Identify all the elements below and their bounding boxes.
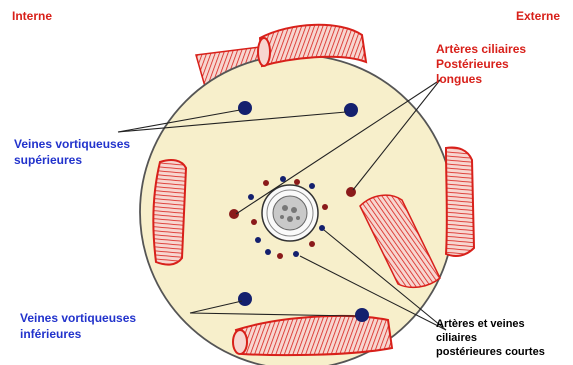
corner-label-externe: Externe bbox=[516, 8, 560, 24]
inferior-rectus-muscle-end bbox=[233, 330, 247, 354]
vortex-vein-inferior-left bbox=[238, 292, 252, 306]
vortex-vein-superior-left bbox=[238, 101, 252, 115]
corner-label-interne: Interne bbox=[12, 8, 52, 24]
label-superior-vortex-veins: Veines vortiqueuses supérieures bbox=[14, 136, 130, 168]
lateral-rectus-muscle bbox=[446, 148, 474, 257]
optic-nerve-core bbox=[273, 196, 307, 230]
superior-rectus-muscle-end bbox=[258, 38, 270, 66]
vortex-vein-superior-right bbox=[344, 103, 358, 117]
vortex-vein-inferior-right bbox=[355, 308, 369, 322]
label-inferior-vortex-veins: Veines vortiqueuses inférieures bbox=[20, 310, 136, 342]
label-short-ciliary-vessels: Artères et veines ciliaires postérieures… bbox=[436, 317, 545, 359]
label-long-ciliary-arteries: Artères ciliaires Postérieures longues bbox=[436, 42, 526, 87]
long-ciliary-artery-left bbox=[229, 209, 239, 219]
medial-rectus-muscle bbox=[153, 160, 186, 265]
